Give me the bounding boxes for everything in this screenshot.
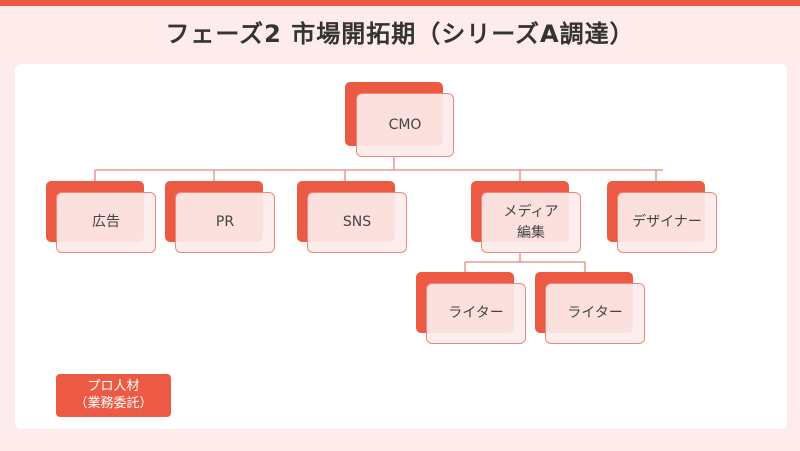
node-label: 広告 [56,192,156,253]
node-label: ライター [426,283,526,344]
legend-line-2: （業務委託） [74,395,153,411]
node-label: メディア 編集 [481,192,581,253]
node-label: SNS [307,192,407,253]
node-label: ライター [545,283,645,344]
node-label: PR [175,192,275,253]
page-title: フェーズ2 市場開拓期（シリーズA調達） [165,20,635,48]
legend-professional-talent: プロ人材 （業務委託） [56,374,171,417]
top-accent-bar [0,0,800,6]
legend-line-1: プロ人材 [87,378,140,394]
node-label: CMO [356,93,454,157]
node-label: デザイナー [617,192,717,253]
